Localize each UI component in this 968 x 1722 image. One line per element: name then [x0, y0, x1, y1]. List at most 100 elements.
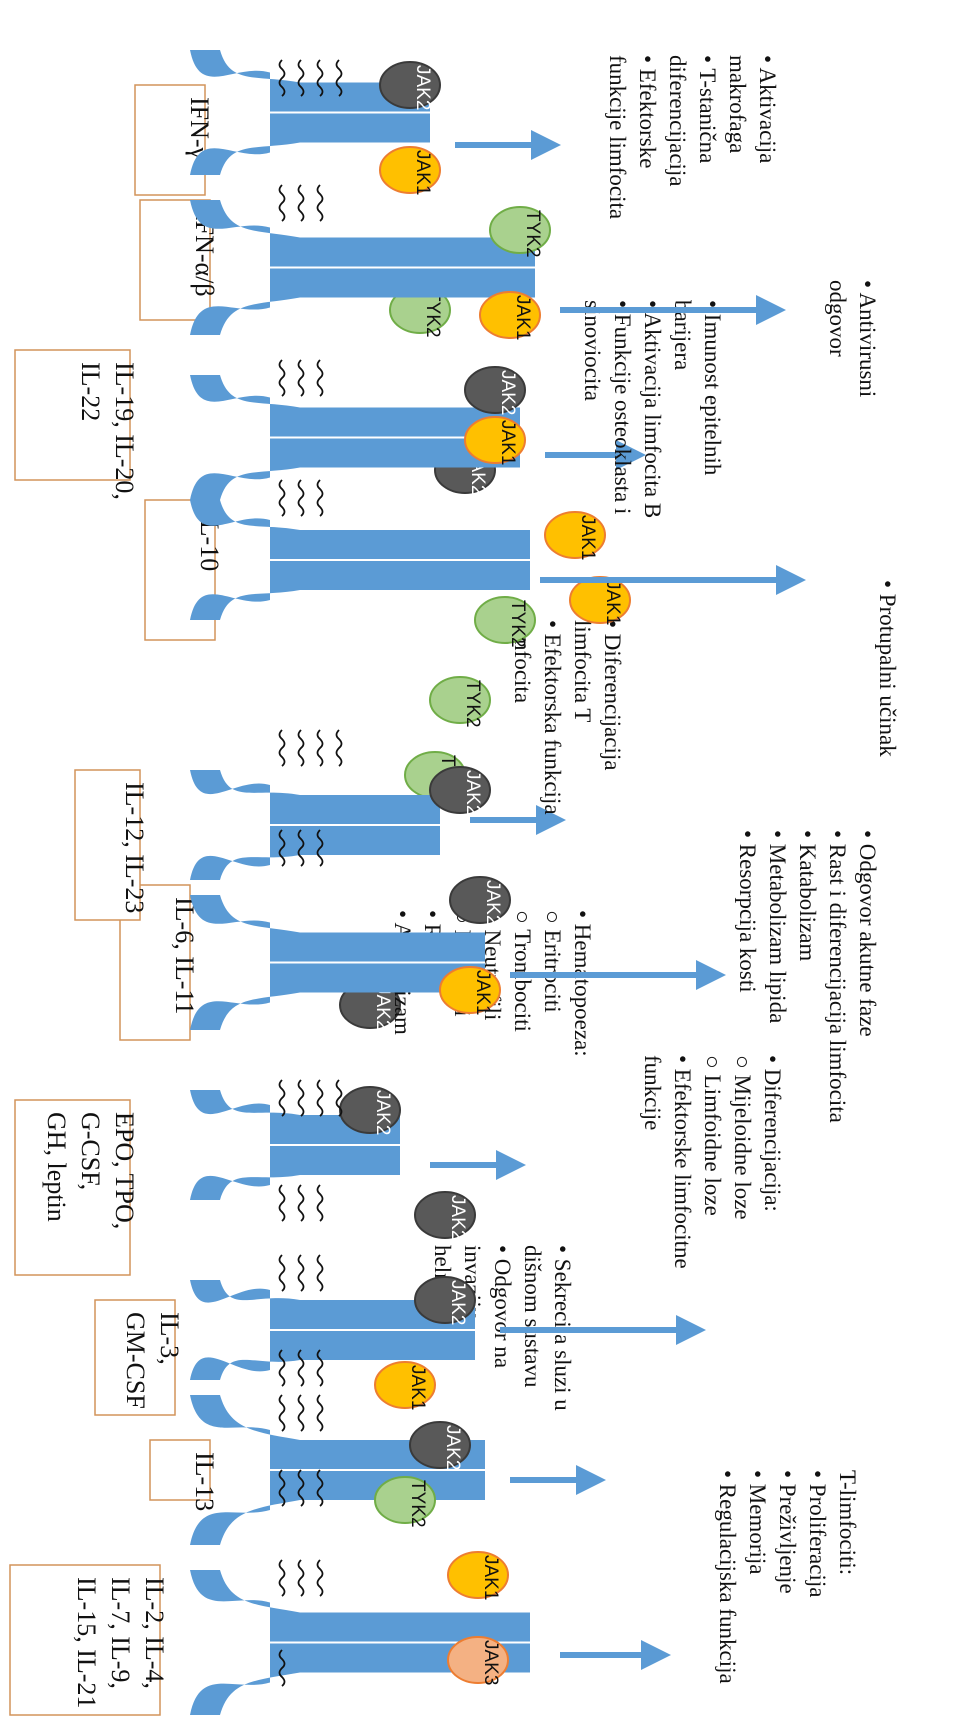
effect-text: • Diferencijacija:	[760, 1055, 785, 1212]
effect-text: odgovor	[825, 280, 850, 357]
effect-text: sinoviocita	[580, 300, 605, 401]
kinase-label: TYK2	[462, 680, 483, 728]
jak2-kinase: JAK2	[379, 61, 441, 110]
kinase-label: JAK1	[577, 515, 598, 560]
jak2-kinase: JAK2	[409, 1421, 471, 1470]
jak1-kinase: JAK1	[479, 291, 541, 340]
tyk2-kinase: TYK2	[489, 206, 551, 258]
kinase-label: JAK2	[482, 880, 503, 925]
cytokine-label: IL-7, IL-9,	[106, 1577, 135, 1689]
effect-text: • Efektorska funkcija	[540, 620, 565, 815]
receptor-chain-signal-icon	[278, 1559, 324, 1597]
cytokine-label-box	[9, 1564, 161, 1716]
cytokine-label-box	[134, 84, 206, 196]
cytokine-label: IL-6, IL-11	[170, 897, 199, 1014]
effect-text: ○ Trombociti	[510, 910, 535, 1032]
kinase-label: TYK2	[522, 210, 543, 258]
effect-text: • Proliferacija	[805, 1470, 830, 1597]
effect-text: • Antivirusni	[855, 280, 880, 397]
jak1-kinase: JAK1	[544, 511, 606, 560]
effect-text: • Rast i diferencijacija limfocita	[825, 830, 850, 1123]
receptor-chain-signal-icon	[278, 829, 324, 867]
effect-text: makrofaga	[725, 55, 750, 153]
receptor-chain-signal-icon	[278, 359, 324, 397]
kinase-label: JAK1	[480, 1555, 501, 1600]
effect-text: dišnom sustavu	[520, 1245, 545, 1388]
kinase-label: JAK1	[602, 580, 623, 625]
tyk2-kinase: TYK2	[474, 596, 536, 648]
cytokine-label: GH, leptin	[42, 1112, 71, 1222]
effect-text: • Imunost epitelnih	[700, 300, 725, 476]
cytokine-label: G-CSF,	[76, 1112, 105, 1190]
kinase-label: TYK2	[407, 1480, 428, 1528]
effect-text: • Regulacijska funkcija	[715, 1470, 740, 1684]
jak2-kinase: JAK2	[339, 981, 401, 1030]
receptor-chain-signal-icon	[278, 1394, 324, 1432]
receptor-chain-signal-icon	[278, 59, 343, 97]
jak1-kinase: JAK1	[447, 1551, 509, 1600]
jak2-kinase: JAK2	[429, 766, 491, 815]
effect-text: • Aktivacija limfocita B	[640, 300, 665, 518]
kinase-label: JAK1	[512, 295, 533, 340]
receptor-chain-signal-icon	[278, 1184, 324, 1222]
effect-text: • Efektorske limfocitne	[670, 1055, 695, 1269]
kinase-label: JAK1	[472, 970, 493, 1015]
receptor-icon	[190, 50, 430, 175]
effect-text: diferencijacija	[665, 55, 690, 187]
effect-text: • Funkcije osteoklasta i	[610, 300, 635, 514]
receptor-icon	[190, 895, 485, 1030]
kinase-label: JAK2	[372, 1090, 393, 1135]
effect-text: • Hematopoeza:	[570, 910, 595, 1057]
effect-text: ○ Limfoidne loze	[700, 1055, 725, 1216]
kinase-label: JAK1	[412, 150, 433, 195]
kinase-label: TYK2	[422, 290, 443, 338]
receptor-chain-signal-icon	[278, 479, 324, 517]
kinase-label: JAK2	[412, 65, 433, 110]
effect-text: • Katabolizam	[795, 830, 820, 961]
cytokine-label: IL-3,	[155, 1312, 184, 1365]
jak1-kinase: JAK1	[374, 1361, 436, 1410]
effect-text: T-limfociti:	[835, 1470, 860, 1575]
kinase-label: JAK1	[497, 420, 518, 465]
effect-text: funkcije limfocita	[605, 55, 630, 219]
cytokine-label: IL-15, IL-21	[72, 1577, 101, 1708]
jak2-kinase: JAK2	[449, 876, 511, 925]
cytokine-label-box	[14, 1099, 131, 1276]
cytokine-label: IL-22	[76, 362, 105, 421]
effect-text: limfocita T	[570, 620, 595, 722]
receptor-icon	[190, 1280, 475, 1380]
receptor-chain-signal-icon	[278, 1469, 324, 1507]
receptor-icon	[190, 1395, 485, 1545]
kinase-label: JAK1	[407, 1365, 428, 1410]
cytokine-label-box	[74, 769, 141, 921]
effect-text: funkcije	[640, 1055, 665, 1130]
jak1-kinase: JAK1	[569, 576, 631, 625]
receptor-chain-signal-icon	[278, 184, 324, 222]
kinase-label: JAK2	[442, 1425, 463, 1470]
jak1-kinase: JAK1	[379, 146, 441, 195]
cytokine-label: EPO, TPO,	[110, 1112, 139, 1229]
jak1-kinase: JAK1	[464, 416, 526, 465]
cytokine-label: IL-19, IL-20,	[110, 362, 139, 500]
jak2-kinase: JAK2	[414, 1191, 476, 1240]
effect-text: • Aktivacija	[755, 55, 780, 163]
cytokine-label: IL-12, IL-23	[120, 782, 149, 913]
receptor-chain-signal-icon	[278, 1349, 324, 1387]
cytokine-label: IL-13	[190, 1452, 219, 1511]
effect-text: • Odgovor akutne faze	[855, 830, 880, 1037]
tyk2-kinase: TYK2	[374, 1476, 436, 1528]
cytokine-label-box	[149, 1439, 211, 1501]
cytokine-label: IL-2, IL-4,	[140, 1577, 169, 1689]
effect-text: • Odgovor na	[490, 1245, 515, 1368]
